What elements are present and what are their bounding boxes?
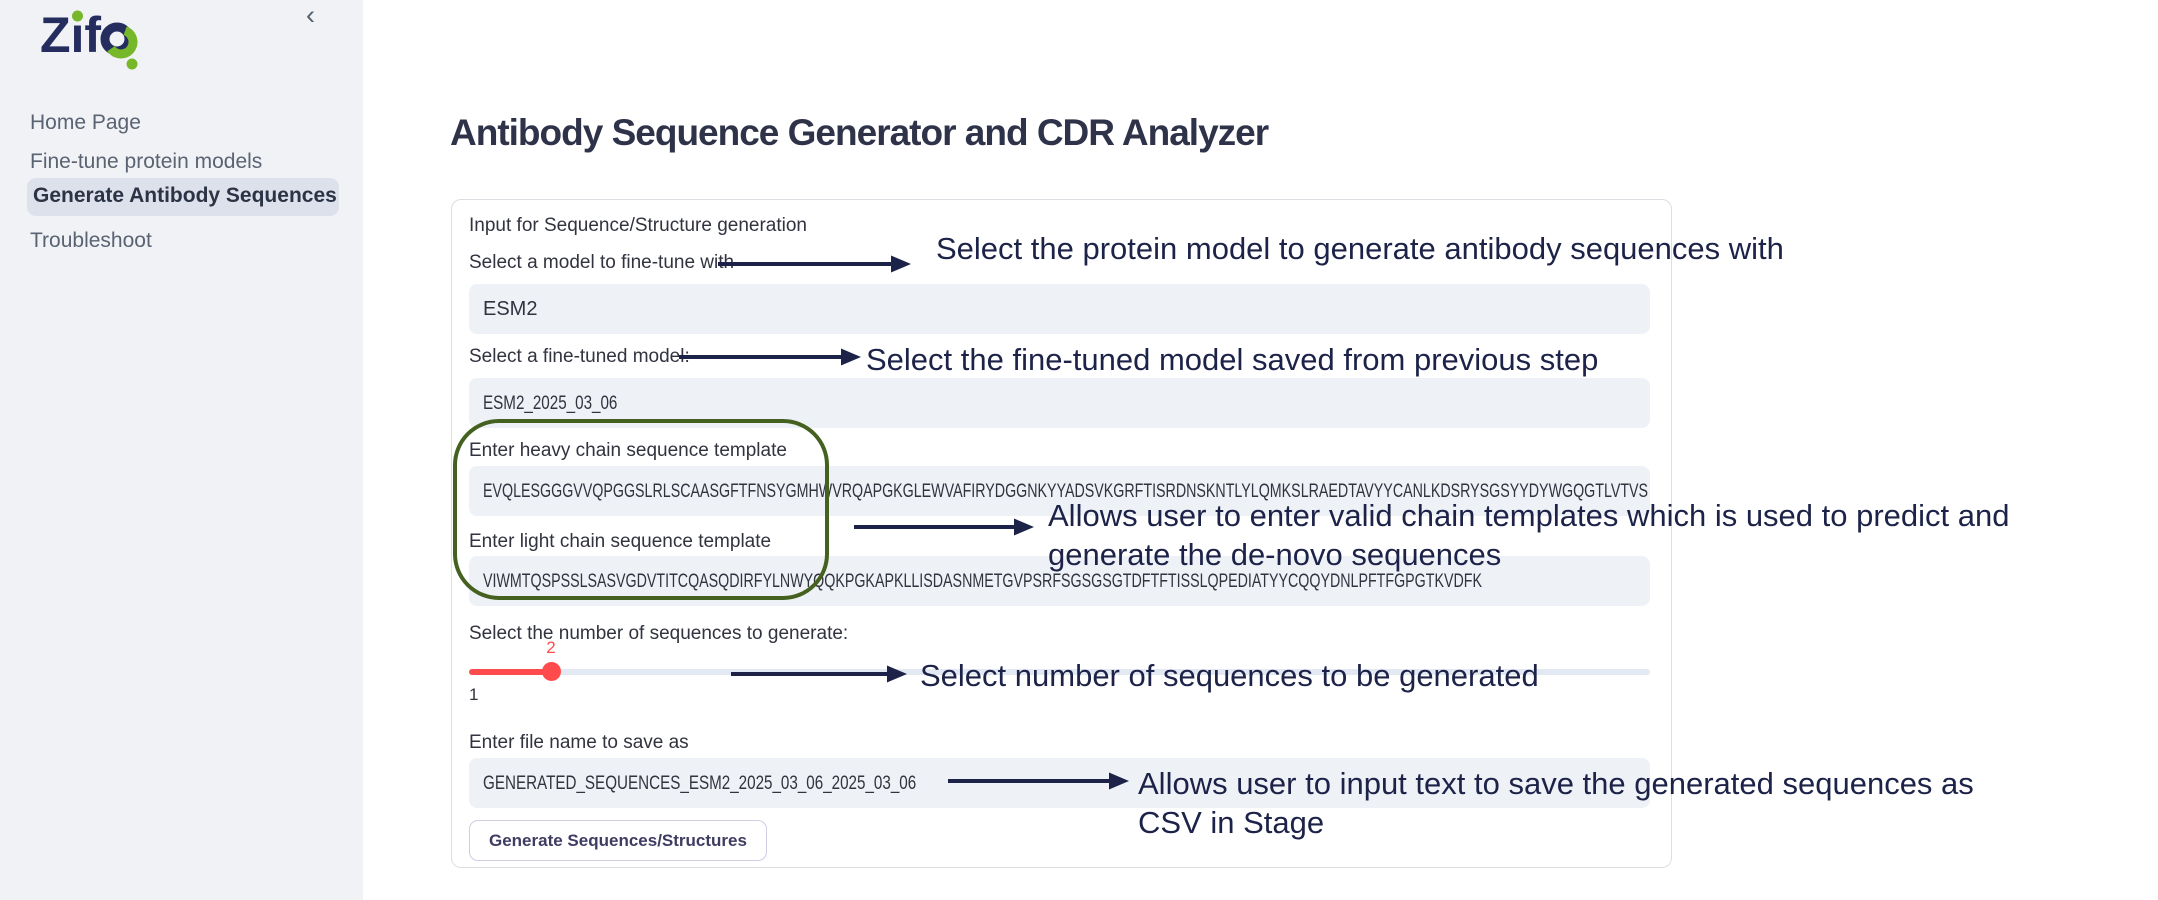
model-select-label: Select a model to fine-tune with: [469, 252, 735, 273]
svg-text:Zıf: Zıf: [40, 7, 101, 63]
annotation-filename-line2: CSV in Stage: [1138, 805, 1325, 840]
sidebar-item-troubleshoot[interactable]: Troubleshoot: [30, 229, 152, 252]
annotation-model: Select the protein model to generate ant…: [936, 231, 1784, 266]
finetuned-select-label: Select a fine-tuned model:: [469, 346, 690, 367]
finetuned-select-value: ESM2_2025_03_06: [483, 393, 618, 414]
heavy-chain-input[interactable]: EVQLESGGGVVQPGGSLRLSCAASGFTFNSYGMHWVRQAP…: [469, 466, 1650, 516]
slider-track[interactable]: [469, 669, 1650, 675]
annotation-chains: Allows user to enter valid chain templat…: [1048, 496, 2010, 574]
filename-value: GENERATED_SEQUENCES_ESM2_2025_03_06_2025…: [483, 773, 917, 794]
sequence-count-slider-label: Select the number of sequences to genera…: [469, 623, 849, 644]
generation-form: Input for Sequence/Structure generation …: [451, 199, 1672, 868]
page-title: Antibody Sequence Generator and CDR Anal…: [450, 112, 1269, 153]
zifo-logo: Zıf: [40, 7, 138, 70]
annotation-slider: Select number of sequences to be generat…: [920, 658, 1539, 693]
slider-min-label: 1: [469, 685, 479, 704]
light-chain-value: VIWMTQSPSSLSASVGDVTITCQASQDIRFYLNWYQQKPG…: [483, 571, 1482, 592]
logo-o-green-arc: [104, 25, 138, 59]
model-select-value: ESM2: [483, 298, 538, 320]
annotation-chains-line2: generate the de-novo sequences: [1048, 537, 1502, 572]
annotation-filename-line1: Allows user to input text to save the ge…: [1138, 766, 1974, 801]
slider-handle[interactable]: [542, 662, 561, 681]
slider-fill: [469, 669, 551, 675]
logo-period-dot: [126, 58, 138, 70]
slider-value: 2: [546, 638, 556, 657]
sidebar-item-home-page[interactable]: Home Page: [30, 111, 141, 134]
heavy-chain-label: Enter heavy chain sequence template: [469, 440, 787, 461]
filename-input[interactable]: GENERATED_SEQUENCES_ESM2_2025_03_06_2025…: [469, 758, 1650, 808]
filename-label: Enter file name to save as: [469, 732, 689, 753]
generate-button-label: Generate Sequences/Structures: [489, 830, 747, 850]
annotation-finetuned: Select the fine-tuned model saved from p…: [866, 342, 1599, 377]
generate-button[interactable]: Generate Sequences/Structures: [469, 820, 767, 861]
light-chain-label: Enter light chain sequence template: [469, 531, 772, 552]
annotation-chains-line1: Allows user to enter valid chain templat…: [1048, 498, 2010, 533]
sidebar-item-generate-antibody-sequences[interactable]: Generate Antibody Sequences: [27, 178, 339, 216]
model-select[interactable]: ESM2: [469, 284, 1650, 334]
heavy-chain-value: EVQLESGGGVVQPGGSLRLSCAASGFTFNSYGMHWVRQAP…: [483, 481, 1649, 502]
sidebar: ‹ Zıf Home Page Fine-tune protein models…: [0, 0, 363, 900]
light-chain-input[interactable]: VIWMTQSPSSLSASVGDVTITCQASQDIRFYLNWYQQKPG…: [469, 556, 1650, 606]
annotation-filename: Allows user to input text to save the ge…: [1138, 764, 1974, 842]
logo-i-dot: [72, 10, 83, 22]
form-heading: Input for Sequence/Structure generation: [469, 215, 808, 236]
finetuned-select[interactable]: ESM2_2025_03_06: [469, 378, 1650, 428]
sidebar-collapse-icon[interactable]: ‹: [306, 0, 315, 30]
sidebar-item-fine-tune-protein-models[interactable]: Fine-tune protein models: [30, 150, 263, 173]
